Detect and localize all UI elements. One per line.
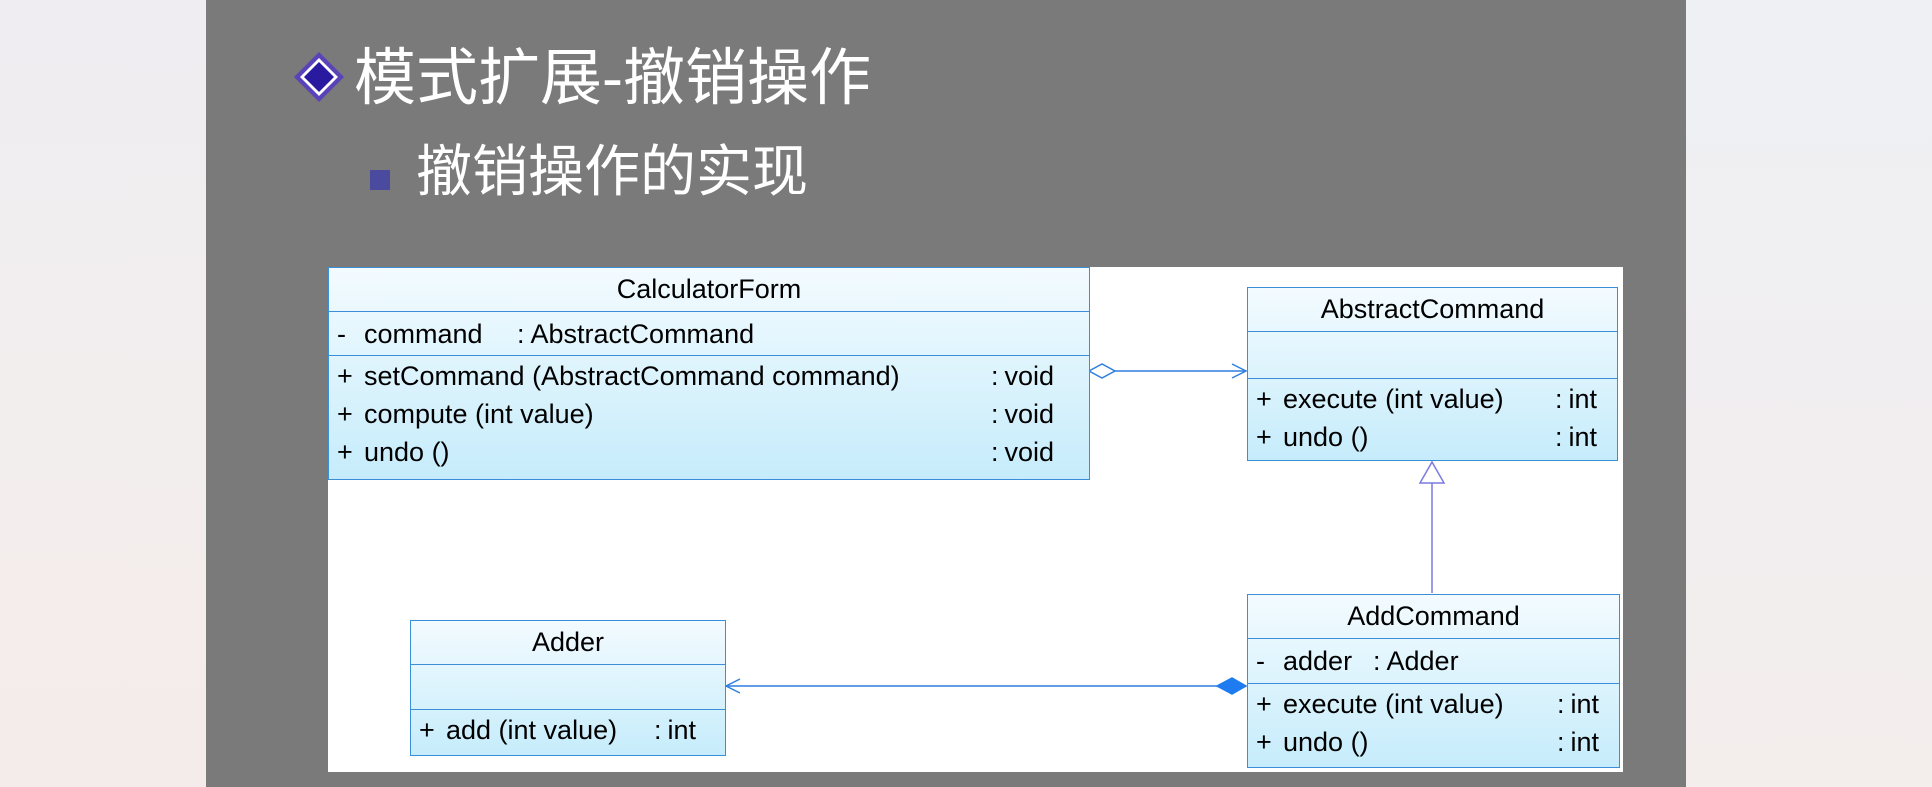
return-type: int: [1568, 422, 1598, 452]
operation-signature: undo (): [364, 437, 450, 467]
return-type: int: [667, 715, 697, 745]
visibility-marker: +: [1256, 727, 1272, 757]
visibility-marker: +: [1256, 384, 1272, 414]
attributes-compartment: [411, 665, 725, 710]
background-right: [1686, 0, 1932, 787]
return-type: void: [1004, 437, 1055, 467]
visibility-marker: -: [337, 319, 346, 349]
operation-row: +compute (int value) :void: [329, 395, 1089, 433]
generalization-triangle-icon: [1418, 460, 1446, 484]
square-bullet-icon: [370, 170, 390, 190]
operation-signature: compute (int value): [364, 399, 594, 429]
visibility-marker: +: [419, 715, 435, 745]
attribute-name: command: [364, 319, 483, 349]
attribute-type: Adder: [1386, 646, 1459, 676]
diamond-bullet-icon: [294, 52, 344, 102]
composition-diamond-icon: [1215, 677, 1248, 695]
visibility-marker: +: [337, 399, 353, 429]
relationship-lines: [724, 363, 1446, 695]
operation-row: +undo () :void: [329, 433, 1089, 471]
operation-signature: execute (int value): [1283, 384, 1504, 414]
attribute-row: -command :AbstractCommand: [329, 315, 1089, 353]
operation-signature: add (int value): [446, 715, 618, 745]
operations-compartment: +setCommand (AbstractCommand command) :v…: [329, 356, 1089, 471]
operation-row: +undo () :int: [1248, 723, 1619, 761]
attribute-name: adder: [1283, 646, 1353, 676]
class-add-command[interactable]: AddCommand -adder :Adder + execute (int v…: [1247, 594, 1620, 768]
return-type: void: [1004, 399, 1055, 429]
uml-class-diagram: CalculatorForm -command :AbstractCommand…: [328, 267, 1623, 772]
page-title: 模式扩展-撤销操作: [354, 41, 871, 114]
visibility-marker: +: [1256, 689, 1272, 719]
operation-signature: undo (): [1283, 727, 1369, 757]
operations-compartment: +add (int value) :int: [411, 710, 725, 749]
aggregation-arrowhead-icon: [1231, 363, 1248, 379]
attribute-type: AbstractCommand: [530, 319, 755, 349]
composition-arrowhead-icon: [724, 678, 741, 694]
operation-row: +execute (int value) :int: [1248, 685, 1619, 723]
class-adder[interactable]: Adder +add (int value) :int: [410, 620, 726, 756]
visibility-marker: +: [1256, 422, 1272, 452]
class-name: Adder: [411, 621, 725, 665]
operation-row: +setCommand (AbstractCommand command) :v…: [329, 357, 1089, 395]
attributes-compartment: -adder :Adder: [1248, 639, 1619, 684]
attribute-row: -adder :Adder: [1248, 642, 1619, 680]
attributes-compartment: -command :AbstractCommand: [329, 312, 1089, 356]
operation-row: +execute (int value) :int: [1248, 380, 1617, 418]
class-calculator-form[interactable]: CalculatorForm -command :AbstractCommand…: [328, 267, 1090, 480]
operations-compartment: +execute (int value) :int +undo () :int: [1248, 684, 1619, 761]
attributes-compartment: [1248, 332, 1617, 379]
page-subtitle: 撤销操作的实现: [416, 140, 808, 205]
operation-signature: setCommand (AbstractCommand command): [364, 361, 900, 391]
class-name: CalculatorForm: [329, 268, 1089, 312]
return-type: int: [1570, 727, 1600, 757]
operations-compartment: +execute (int value) :int +undo () :int: [1248, 379, 1617, 456]
operation-row: +undo () :int: [1248, 418, 1617, 456]
return-type: int: [1568, 384, 1598, 414]
operation-row: +add (int value) :int: [411, 711, 725, 749]
class-name: AddCommand: [1248, 595, 1619, 639]
class-name: AbstractCommand: [1248, 288, 1617, 332]
visibility-marker: -: [1256, 646, 1265, 676]
visibility-marker: +: [337, 361, 353, 391]
operation-signature: undo (): [1283, 422, 1369, 452]
class-abstract-command[interactable]: AbstractCommand +execute (int value) :in…: [1247, 287, 1618, 461]
background-left: [0, 0, 206, 787]
aggregation-diamond-icon: [1087, 363, 1117, 379]
operation-signature: execute (int value): [1283, 689, 1504, 719]
return-type: int: [1570, 689, 1600, 719]
return-type: void: [1004, 361, 1055, 391]
visibility-marker: +: [337, 437, 353, 467]
